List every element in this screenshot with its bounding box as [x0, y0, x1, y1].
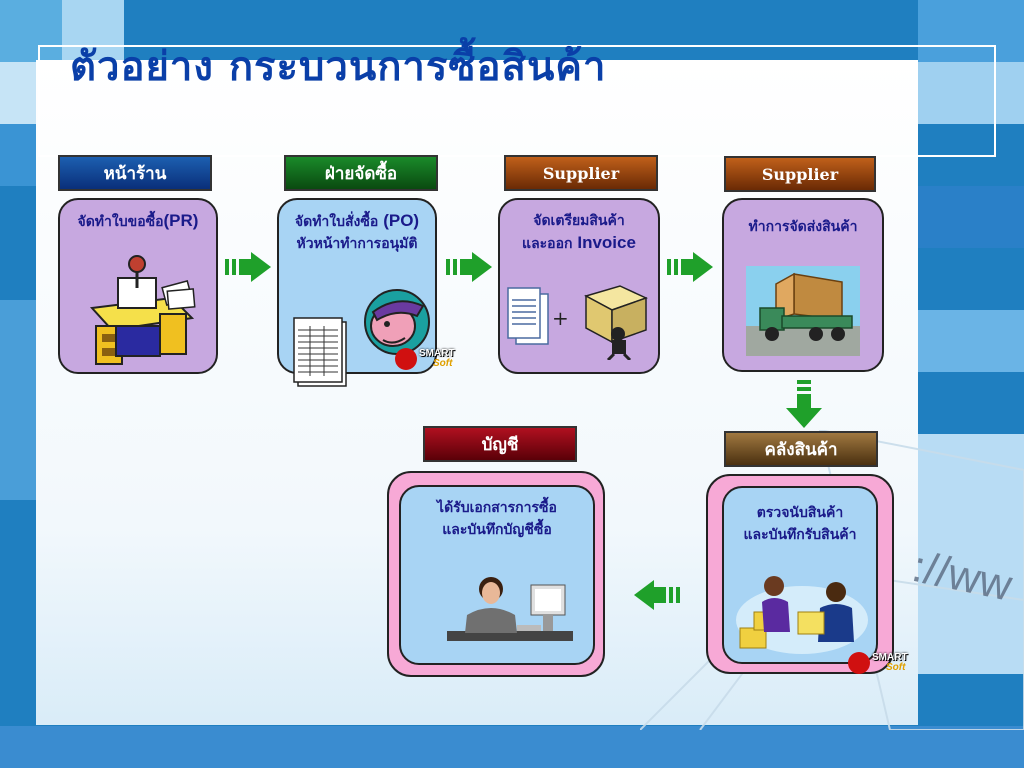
step-box-warehouse-outer: ตรวจนับสินค้า และบันทึกรับสินค้า [706, 474, 894, 674]
arrow-right-2 [446, 252, 492, 282]
step-box-supplier-prepare: จัดเตรียมสินค้า และออก Invoice + [498, 198, 660, 374]
step-header-label: หน้าร้าน [103, 163, 167, 184]
step-box-supplier-ship: ทำการจัดส่งสินค้า [722, 198, 884, 372]
step-header-purchasing: ฝ่ายจัดซื้อ [284, 155, 438, 191]
arrow-right-3 [667, 252, 713, 282]
step-header-label: คลังสินค้า [764, 439, 838, 460]
step-header-supplier-prepare: Supplier [504, 155, 658, 191]
step-header-warehouse: คลังสินค้า [724, 431, 878, 467]
warehouse-staff-icon [736, 576, 868, 654]
step-header-label: Supplier [542, 163, 620, 183]
step-text: จัดเตรียมสินค้า และออก Invoice [522, 213, 636, 252]
plus-sign: + [552, 306, 569, 330]
step-box-accounting: ได้รับเอกสารการซื้อ และบันทึกบัญชีซื้อ [399, 485, 595, 665]
step-header-storefront: หน้าร้าน [58, 155, 212, 191]
step-header-label: Supplier [761, 164, 839, 184]
step-header-supplier-ship: Supplier [724, 156, 876, 192]
arrow-right-1 [225, 252, 271, 282]
smartsoft-logo: SMART Soft [395, 348, 455, 370]
box-carrier-icon [584, 285, 648, 360]
step-text: ทำการจัดส่งสินค้า [748, 219, 858, 235]
background-text: ://ww [908, 542, 1016, 611]
step-box-storefront: จัดทำใบขอซื้อ(PR) [58, 198, 218, 374]
page-title: ตัวอย่าง กระบวนการซื้อสินค้า [70, 43, 607, 90]
step-text: จัดทำใบสั่งซื้อ (PO) หัวหน้าทำการอนุมัติ [294, 211, 420, 252]
smartsoft-logo: SMART Soft [848, 652, 908, 674]
step-box-accounting-outer: ได้รับเอกสารการซื้อ และบันทึกบัญชีซื้อ [387, 471, 605, 677]
form-document-icon [293, 317, 347, 387]
delivery-truck-icon [746, 266, 860, 356]
accountant-icon [447, 577, 573, 641]
step-text: ตรวจนับสินค้า และบันทึกรับสินค้า [743, 505, 857, 543]
step-text: จัดทำใบขอซื้อ(PR) [77, 211, 199, 230]
step-header-label: บัญชี [481, 434, 519, 455]
arrow-down [786, 380, 822, 428]
arrow-left [634, 580, 680, 610]
step-box-warehouse: ตรวจนับสินค้า และบันทึกรับสินค้า [722, 486, 878, 664]
step-header-label: ฝ่ายจัดซื้อ [324, 163, 398, 184]
step-header-accounting: บัญชี [423, 426, 577, 462]
step-text: ได้รับเอกสารการซื้อ และบันทึกบัญชีซื้อ [437, 500, 557, 538]
desk-icon [89, 255, 196, 365]
documents-icon [507, 287, 549, 345]
